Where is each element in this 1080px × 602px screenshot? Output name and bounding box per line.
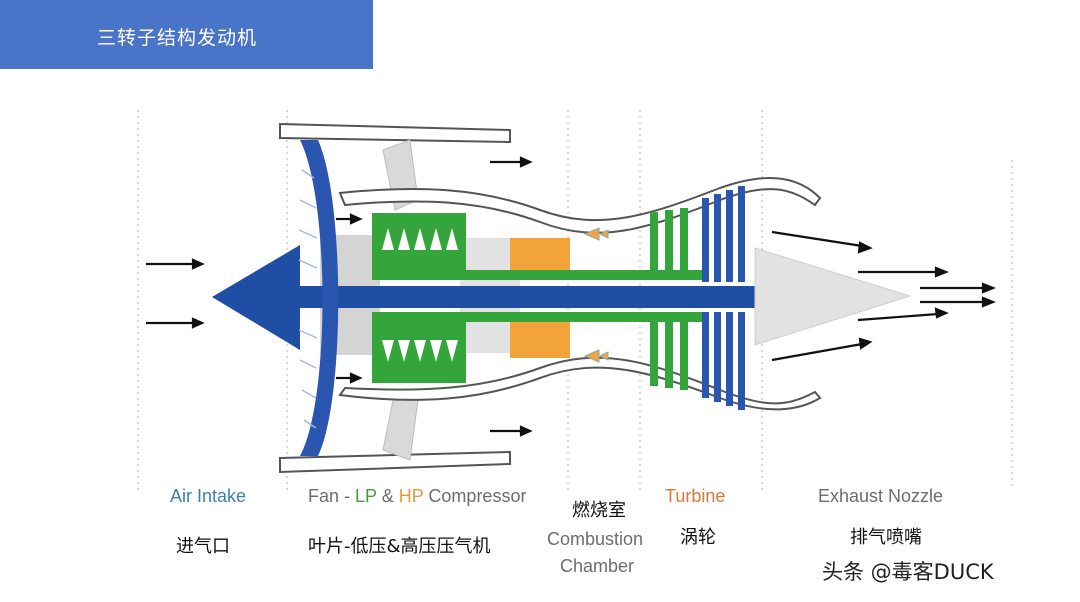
core-casing-top <box>338 177 822 234</box>
combustion-chamber <box>510 238 570 358</box>
flow-arrows <box>146 156 996 437</box>
label-fan-prefix: Fan - <box>308 486 356 506</box>
label-exhaust-nozzle: Exhaust Nozzle <box>818 486 944 506</box>
label-combustion-line1: Combustion <box>547 529 644 549</box>
page-title: 三转子结构发动机 <box>97 27 258 49</box>
frame-green-bottom <box>372 312 702 322</box>
exhaust-cone <box>754 247 912 346</box>
watermark: 头条 @毒客DUCK <box>822 560 994 584</box>
label-cn-combustion: 燃烧室 <box>572 500 626 521</box>
label-compressor: Compressor <box>423 486 527 506</box>
label-cn-exhaust-nozzle: 排气喷嘴 <box>850 527 922 548</box>
label-amp: & <box>376 486 399 506</box>
nacelle-bottom <box>279 450 511 474</box>
compressor-teeth <box>382 228 458 362</box>
main-shaft <box>300 286 755 308</box>
label-lp: LP <box>355 486 377 506</box>
label-air-intake: Air Intake <box>170 486 247 506</box>
label-fan-compressor: Fan - LP & HP Compressor <box>308 486 526 507</box>
core-casing-bottom <box>338 356 822 411</box>
fan-rotor <box>300 140 339 456</box>
label-turbine: Turbine <box>665 486 726 506</box>
intake-cone <box>212 245 300 350</box>
label-combustion-line2: Chamber <box>560 556 635 576</box>
title-banner <box>0 0 373 69</box>
combustion-flames <box>583 227 609 363</box>
label-hp: HP <box>398 486 424 506</box>
turbine-green <box>650 208 688 390</box>
nacelle-top <box>279 122 511 144</box>
label-cn-turbine: 涡轮 <box>680 527 716 548</box>
label-cn-fan-compressor: 叶片-低压&高压压气机 <box>308 536 491 557</box>
frame-green <box>372 270 702 280</box>
fan-rotor-hatch <box>298 169 318 429</box>
section-dividers <box>137 110 1013 490</box>
label-cn-air-intake: 进气口 <box>176 536 230 557</box>
turbine-blue <box>702 186 745 410</box>
